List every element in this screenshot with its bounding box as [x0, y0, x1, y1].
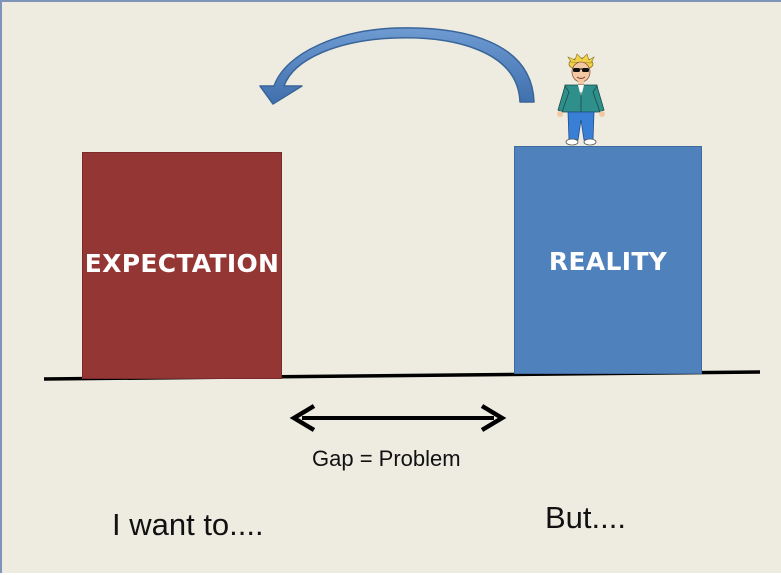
- reality-block: REALITY: [514, 146, 702, 374]
- want-label: I want to....: [112, 507, 264, 542]
- double-arrow-icon: [289, 404, 507, 432]
- gap-label: Gap = Problem: [312, 446, 461, 471]
- curved-arrow-icon: [259, 27, 535, 105]
- expectation-label: EXPECTATION: [84, 249, 280, 278]
- but-label: But....: [545, 500, 626, 535]
- reality-label: REALITY: [548, 247, 668, 276]
- person-icon: [557, 53, 605, 146]
- expectation-block: EXPECTATION: [82, 152, 282, 379]
